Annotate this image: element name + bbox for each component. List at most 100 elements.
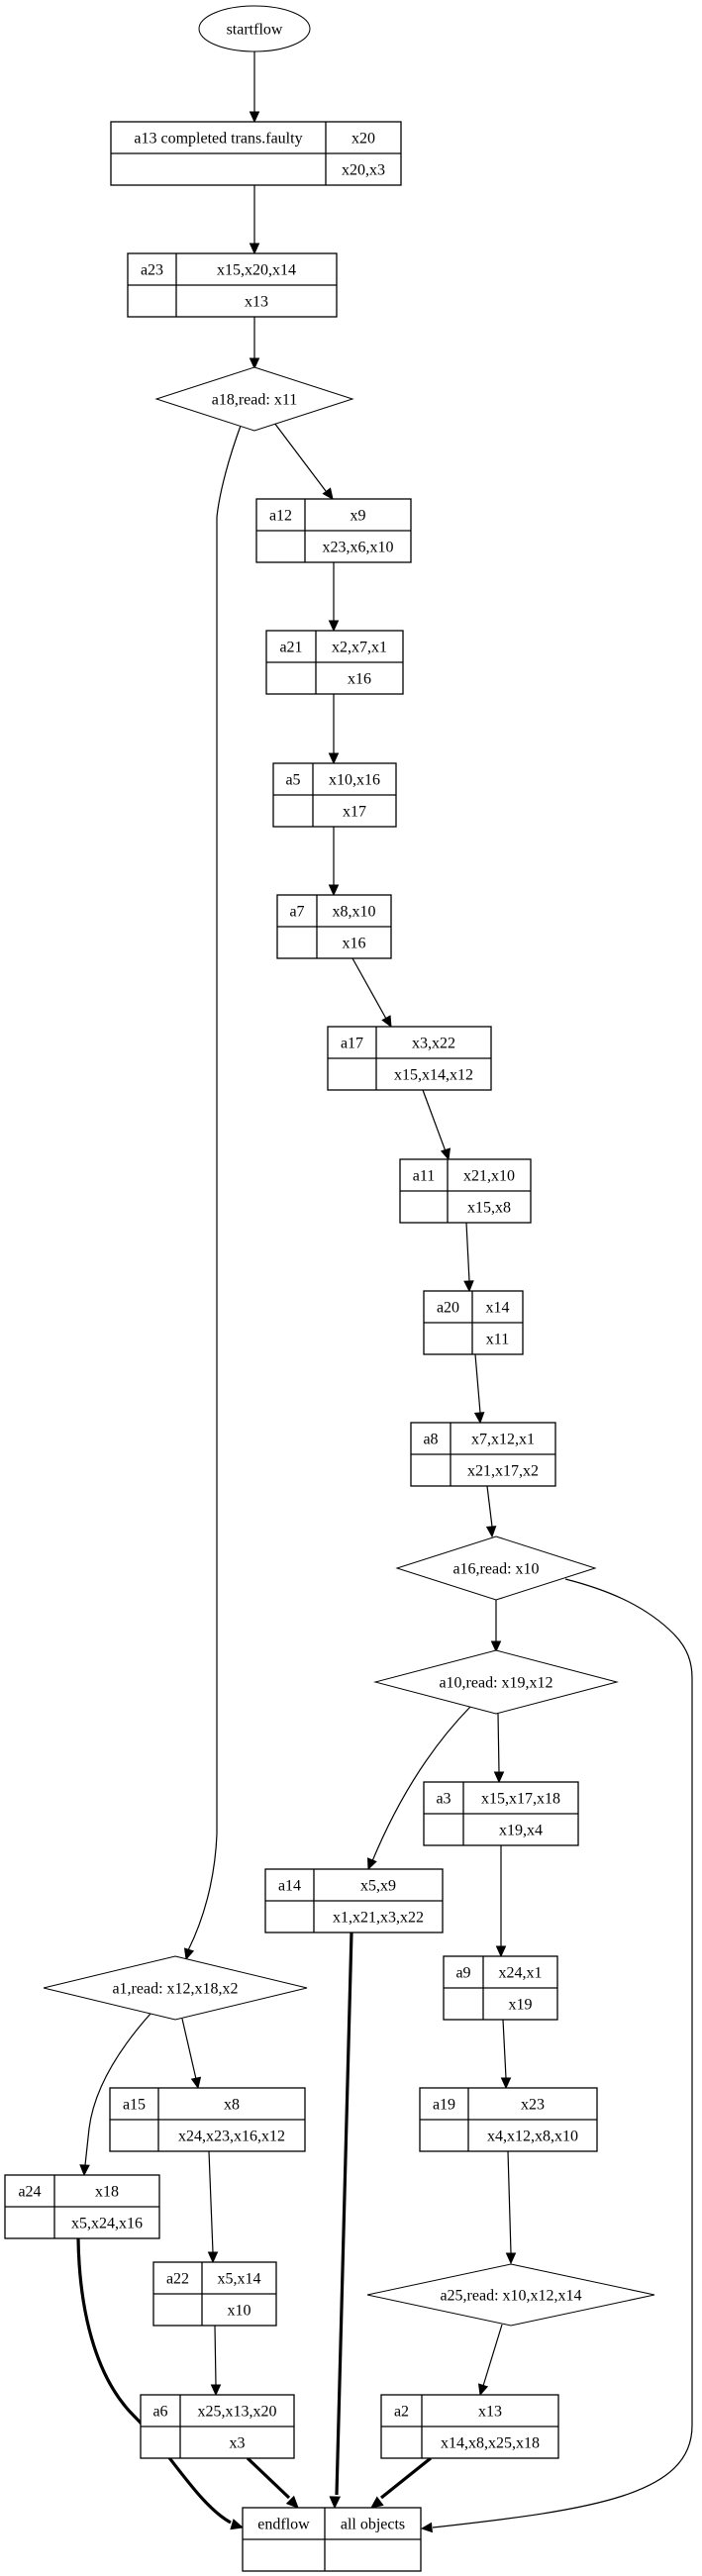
decision-label: a18,read: x11 <box>212 392 297 409</box>
activity-reads: x24,x1 <box>499 1965 543 1982</box>
decision-label: a25,read: x10,x12,x14 <box>440 2288 581 2305</box>
edge-line <box>181 2018 197 2080</box>
activity-reads: x3,x22 <box>412 1036 455 1052</box>
decision-diamond <box>366 2263 655 2327</box>
edge-a19-a25 <box>505 2150 517 2265</box>
arrowhead-icon <box>249 243 260 255</box>
edge-a6-endflow <box>246 2456 299 2509</box>
arrowhead-icon <box>79 2164 90 2177</box>
arrowhead-icon <box>485 1526 497 1538</box>
edge-line <box>208 2150 214 2253</box>
arrowhead-icon <box>328 752 340 765</box>
decision-node-a25[interactable]: a25,read: x10,x12,x14 <box>366 2263 655 2327</box>
activity-node-a17[interactable]: a17 x3,x22 x15,x14,x12 <box>327 1026 492 1091</box>
edge-a12-a21 <box>328 562 340 633</box>
activity-name: a11 <box>413 1168 436 1185</box>
edge-a11-a20 <box>463 1222 474 1293</box>
arrowhead-icon <box>183 1947 195 1961</box>
activity-writes: x4,x12,x8,x10 <box>487 2129 578 2145</box>
activity-name: a23 <box>141 262 163 279</box>
activity-node-endflow[interactable]: endflow all objects <box>242 2507 422 2572</box>
activity-writes: x1,x21,x3,x22 <box>333 1910 424 1927</box>
decision-node-a1[interactable]: a1,read: x12,x18,x2 <box>43 1955 308 2021</box>
decision-diamond <box>373 1649 619 1715</box>
edge-a21-a5 <box>328 694 340 765</box>
edge-a2-endflow <box>370 2456 432 2509</box>
activity-node-a15[interactable]: a15 x8 x24,x23,x16,x12 <box>109 2087 306 2152</box>
arrowhead-icon <box>367 1857 377 1871</box>
activity-name: a15 <box>123 2097 146 2114</box>
arrowhead-icon <box>473 1412 485 1425</box>
edge-a13-a23 <box>249 185 260 255</box>
decision-diamond <box>395 1536 597 1601</box>
edge-a18-a1 <box>183 425 242 1961</box>
activity-writes: x3 <box>230 2435 246 2452</box>
activity-reads: x8,x10 <box>333 904 376 921</box>
activity-name: a12 <box>269 508 292 525</box>
edge-line <box>335 1932 353 2496</box>
edge-a5-a7 <box>328 827 340 897</box>
decision-node-a10[interactable]: a10,read: x19,x12 <box>373 1649 619 1715</box>
activity-writes: x10 <box>228 2303 251 2320</box>
edge-a16-a10 <box>490 1600 502 1653</box>
edge-a14-endflow <box>329 1932 353 2510</box>
activity-reads: x9 <box>351 508 366 525</box>
activity-reads: x8 <box>224 2097 240 2114</box>
activity-writes: x17 <box>343 804 366 821</box>
activity-reads: x20 <box>351 131 375 148</box>
arrowhead-icon <box>329 2496 342 2510</box>
activity-name: a6 <box>152 2404 167 2421</box>
activity-name: a17 <box>341 1036 363 1052</box>
edge-line <box>246 2456 291 2500</box>
arrowhead-icon <box>490 1640 502 1653</box>
arrowhead-icon <box>500 2077 512 2090</box>
activity-reads: all objects <box>341 2517 405 2533</box>
activity-writes: x15,x14,x12 <box>394 1067 473 1084</box>
decision-node-a16[interactable]: a16,read: x10 <box>395 1536 597 1601</box>
activity-writes: x19,x4 <box>499 1823 543 1839</box>
edge-a17-a11 <box>422 1089 451 1161</box>
arrowhead-icon <box>230 2519 245 2530</box>
arrowhead-icon <box>463 1280 474 1293</box>
edge-a9-a19 <box>500 2019 512 2090</box>
edge-line <box>351 957 387 1020</box>
arrowhead-icon <box>477 2383 489 2397</box>
decision-node-a18[interactable]: a18,read: x11 <box>154 366 354 432</box>
arrowhead-icon <box>322 487 334 500</box>
edges-layer <box>76 51 693 2533</box>
decision-label: a1,read: x12,x18,x2 <box>112 1981 238 1998</box>
activity-name: endflow <box>257 2517 310 2533</box>
activity-reads: x13 <box>478 2404 502 2421</box>
edge-line <box>502 2019 507 2079</box>
arrowhead-icon <box>285 2495 299 2509</box>
activity-name: a2 <box>394 2404 409 2421</box>
edge-line <box>474 1353 481 1414</box>
arrowhead-icon <box>328 620 340 633</box>
activity-name: a5 <box>285 772 300 789</box>
edge-a18-a12 <box>273 422 334 500</box>
edge-line <box>482 2324 503 2387</box>
activity-name: a21 <box>279 640 302 656</box>
arrowhead-icon <box>493 1771 505 1784</box>
start-node[interactable]: startflow <box>198 5 311 52</box>
activity-writes: x24,x23,x16,x12 <box>178 2129 285 2145</box>
edge-startflow-a13 <box>249 51 260 124</box>
